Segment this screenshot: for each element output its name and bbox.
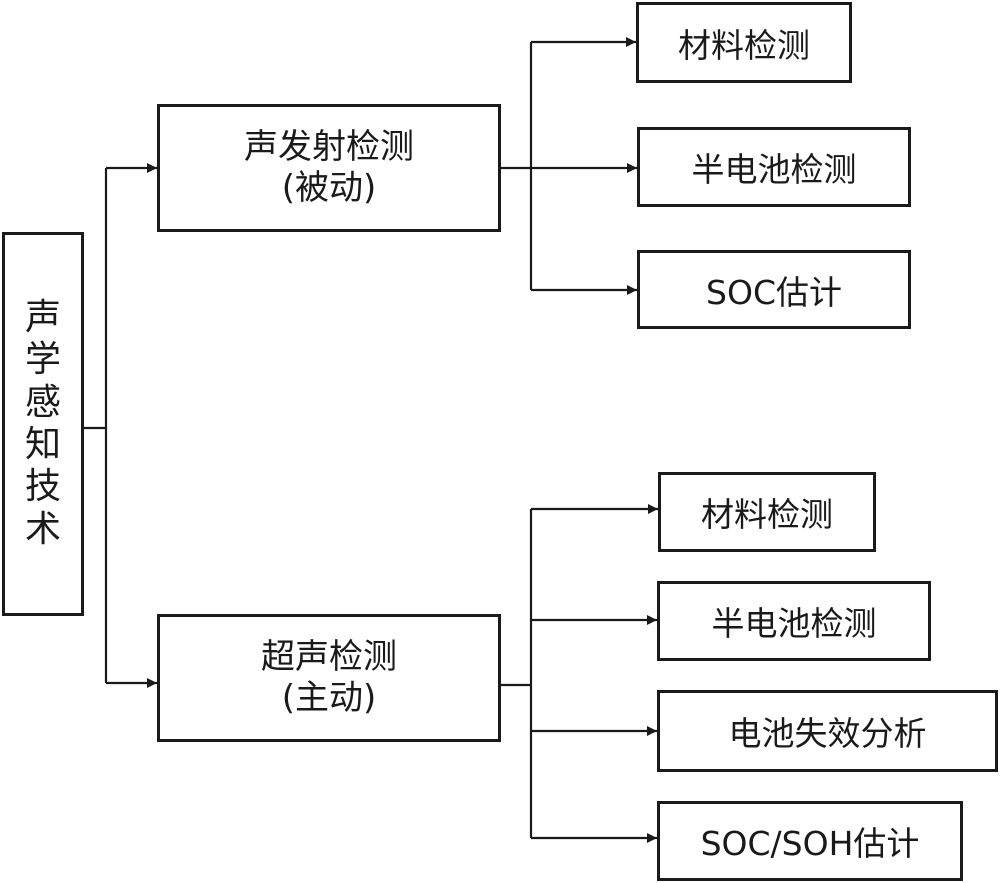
leaf-node: SOC/SOH估计 [657, 801, 963, 881]
root-char: 技 [24, 466, 61, 508]
branch-title: 声发射检测 [244, 127, 414, 168]
root-char: 术 [24, 508, 61, 550]
leaf-node: 材料检测 [658, 472, 876, 552]
root-char: 知 [24, 424, 61, 465]
leaf-label: 半电池检测 [691, 150, 857, 189]
leaf-label: 电池失效分析 [728, 714, 927, 753]
leaf-node: SOC估计 [637, 250, 911, 329]
leaf-node: 半电池检测 [657, 581, 931, 661]
leaf-label: 材料检测 [678, 25, 810, 65]
branch-title: 超声检测 [261, 637, 397, 678]
leaf-label: SOC估计 [706, 272, 842, 312]
branch-subtitle: (被动) [281, 168, 377, 208]
leaf-label: 材料检测 [701, 495, 833, 534]
branch-node-passive: 声发射检测 (被动) [157, 104, 501, 232]
leaf-label: 半电池检测 [711, 604, 877, 643]
leaf-node: 电池失效分析 [657, 690, 998, 772]
leaf-node: 材料检测 [636, 2, 852, 83]
branch-node-active: 超声检测 (主动) [157, 614, 501, 742]
leaf-label: SOC/SOH估计 [700, 824, 920, 863]
leaf-node: 半电池检测 [637, 127, 911, 207]
root-node: 声 学 感 知 技 术 [2, 232, 84, 616]
root-char: 感 [24, 381, 61, 423]
root-char: 学 [24, 339, 61, 381]
branch-subtitle: (主动) [281, 678, 377, 718]
root-char: 声 [24, 296, 61, 338]
